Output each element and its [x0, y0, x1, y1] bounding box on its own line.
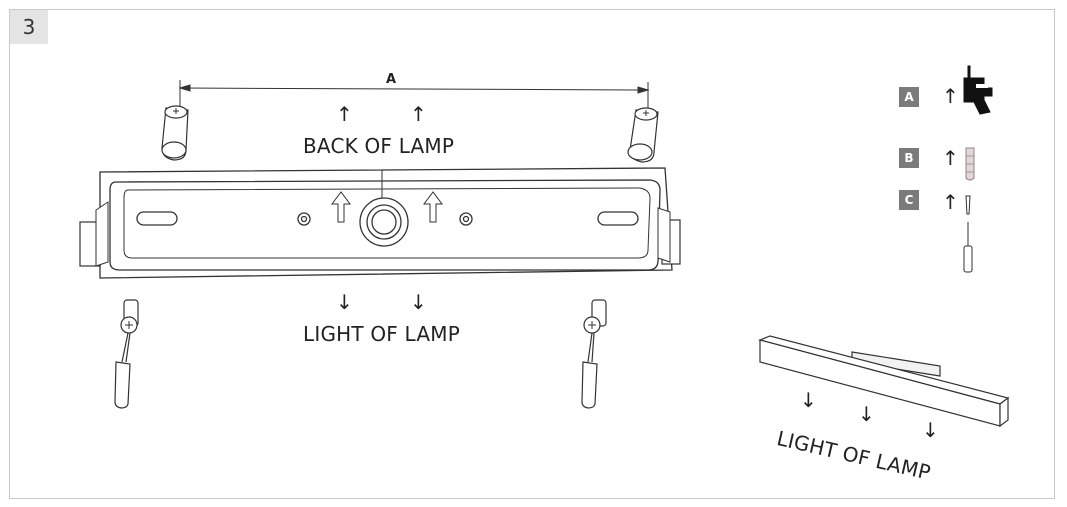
- up-arrow-icon: ↑: [942, 84, 959, 108]
- up-arrow-icon: ↑: [410, 102, 427, 126]
- down-arrow-icon: ↓: [858, 402, 875, 426]
- up-arrow-icon: ↑: [942, 190, 959, 214]
- lamp-bar-side-view: [758, 335, 1010, 428]
- wall-plug-icon: [965, 147, 975, 181]
- down-arrow-icon: ↓: [336, 290, 353, 314]
- down-arrow-icon: ↓: [800, 388, 817, 412]
- dimension-line: [178, 80, 650, 110]
- down-arrow-icon: ↓: [922, 418, 939, 442]
- part-badge-c: C: [899, 190, 919, 210]
- screwdriver-left: [114, 299, 139, 409]
- up-arrow-icon: ↑: [942, 146, 959, 170]
- up-arrow-icon: ↑: [336, 102, 353, 126]
- figure-frame: [9, 9, 1055, 499]
- part-badge-a: A: [899, 87, 919, 107]
- wall-plug-right: [627, 107, 659, 163]
- step-number: 3: [10, 10, 48, 44]
- mounting-plate: [79, 167, 681, 279]
- wall-plug-left: [161, 105, 189, 161]
- part-badge-b: B: [899, 148, 919, 168]
- down-arrow-icon: ↓: [410, 290, 427, 314]
- light-of-lamp-label: LIGHT OF LAMP: [303, 322, 460, 346]
- dimension-label: A: [386, 72, 397, 87]
- drill-icon: [963, 65, 993, 115]
- screwdriver-right: [581, 299, 607, 409]
- screw-screwdriver-icon: [963, 195, 973, 273]
- back-of-lamp-label: BACK OF LAMP: [303, 134, 455, 158]
